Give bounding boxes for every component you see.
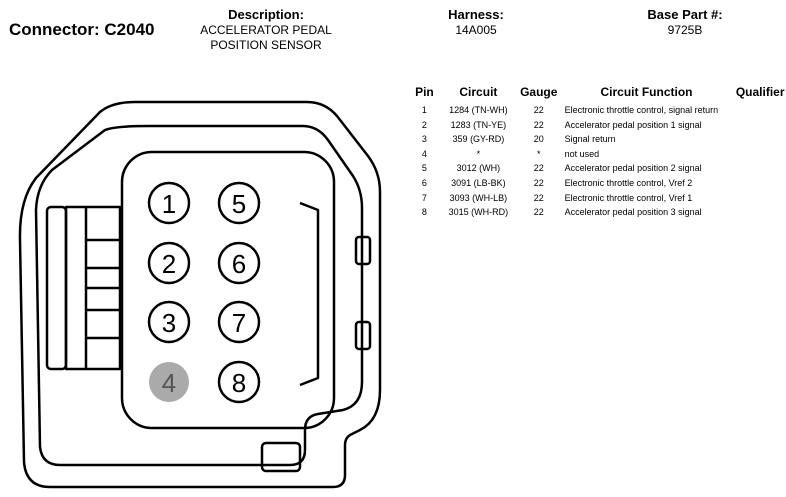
table-row: 3 359 (GY-RD) 20 Signal return xyxy=(411,132,786,147)
table-row: 7 3093 (WH-LB) 22 Electronic throttle co… xyxy=(411,191,786,206)
cell-circuit: 1284 (TN-WH) xyxy=(449,105,508,115)
base-part-block: Base Part #: 9725B xyxy=(618,7,752,38)
cell-pin: 5 xyxy=(421,163,427,174)
harness-label: Harness: xyxy=(448,7,504,22)
pin-2-circle xyxy=(147,241,191,285)
col-header-pin: Pin xyxy=(415,85,434,99)
cell-circuit: * xyxy=(476,148,481,159)
harness-block: Harness: 14A005 xyxy=(418,7,534,38)
connector-title: Connector: C2040 xyxy=(9,20,155,39)
cell-circuit: 1283 (TN-YE) xyxy=(450,119,507,130)
keying-rail xyxy=(299,201,320,387)
pin-4-label: 4 xyxy=(162,368,176,398)
cell-function: not used xyxy=(564,148,600,159)
pin-3-circle xyxy=(147,300,191,344)
pin-1-label: 1 xyxy=(162,189,176,219)
cell-pin: 4 xyxy=(421,148,427,159)
description-line-1: ACCELERATOR PEDAL xyxy=(200,23,332,37)
pin-cavity xyxy=(120,150,336,430)
pin-table: Pin Circuit Gauge Circuit Function Quali… xyxy=(411,85,786,220)
cell-pin: 1 xyxy=(421,105,427,115)
cell-function: Electronic throttle control, signal retu… xyxy=(564,105,719,115)
pin-8-circle xyxy=(217,360,261,404)
table-row: 4 * * not used xyxy=(411,147,786,162)
cell-pin: 2 xyxy=(421,119,427,130)
pin-group: 1 5 2 6 3 7 4 8 xyxy=(147,181,261,404)
table-row: 5 3012 (WH) 22 Accelerator pedal positio… xyxy=(411,161,786,176)
pin-4-circle xyxy=(149,362,189,402)
cell-pin: 8 xyxy=(421,207,427,218)
cell-gauge: * xyxy=(537,148,541,159)
left-latch xyxy=(45,205,122,371)
col-header-function: Circuit Function xyxy=(600,85,693,99)
cell-circuit: 3015 (WH-RD) xyxy=(448,207,509,218)
pin-1-circle xyxy=(147,181,191,225)
cell-circuit: 359 (GY-RD) xyxy=(452,134,505,145)
col-header-qualifier: Qualifier xyxy=(735,85,785,99)
description-line-2: POSITION SENSOR xyxy=(210,38,322,52)
cell-pin: 3 xyxy=(421,134,427,145)
cell-gauge: 20 xyxy=(533,134,544,145)
pin-8-label: 8 xyxy=(232,368,246,398)
base-part-value: 9725B xyxy=(667,23,703,37)
pin-5-circle xyxy=(217,181,261,225)
pin-7-label: 7 xyxy=(232,308,246,338)
cell-circuit: 3012 (WH) xyxy=(456,163,501,174)
col-header-circuit: Circuit xyxy=(459,85,498,99)
table-row: 1 1284 (TN-WH) 22 Electronic throttle co… xyxy=(411,103,786,118)
right-tab-upper xyxy=(354,235,372,266)
table-row: 2 1283 (TN-YE) 22 Accelerator pedal posi… xyxy=(411,118,786,133)
right-tab-lower xyxy=(354,320,372,351)
pin-6-label: 6 xyxy=(232,249,246,279)
cell-function: Electronic throttle control, Vref 1 xyxy=(564,192,693,203)
cell-gauge: 22 xyxy=(533,192,544,203)
connector-outer-shell xyxy=(18,100,382,489)
cell-function: Accelerator pedal position 1 signal xyxy=(564,119,702,130)
cell-gauge: 22 xyxy=(533,163,544,174)
cell-gauge: 22 xyxy=(533,177,544,188)
pin-table-header: Pin Circuit Gauge Circuit Function Quali… xyxy=(411,85,786,103)
connector-inner-wall xyxy=(34,124,364,467)
cell-function: Accelerator pedal position 2 signal xyxy=(564,163,702,174)
pin-6-circle xyxy=(217,241,261,285)
description-block: Description: ACCELERATOR PEDAL POSITION … xyxy=(186,7,346,53)
cell-circuit: 3091 (LB-BK) xyxy=(451,177,506,188)
cell-function: Accelerator pedal position 3 signal xyxy=(564,207,702,218)
bottom-lock-tab xyxy=(260,441,302,473)
cell-gauge: 22 xyxy=(533,207,544,218)
cell-circuit: 3093 (WH-LB) xyxy=(449,192,508,203)
pin-2-label: 2 xyxy=(162,249,176,279)
base-part-label: Base Part #: xyxy=(647,7,723,22)
pin-3-label: 3 xyxy=(162,308,176,338)
col-header-gauge: Gauge xyxy=(520,85,558,99)
table-row: 8 3015 (WH-RD) 22 Accelerator pedal posi… xyxy=(411,205,786,220)
pin-7-circle xyxy=(217,300,261,344)
cell-gauge: 22 xyxy=(533,119,544,130)
cell-function: Electronic throttle control, Vref 2 xyxy=(564,177,693,188)
cell-gauge: 22 xyxy=(533,105,544,115)
description-label: Description: xyxy=(228,7,304,22)
harness-value: 14A005 xyxy=(455,23,497,37)
cell-function: Signal return xyxy=(564,134,616,145)
cell-pin: 6 xyxy=(421,177,427,188)
pin-5-label: 5 xyxy=(232,189,246,219)
cell-pin: 7 xyxy=(421,192,427,203)
table-row: 6 3091 (LB-BK) 22 Electronic throttle co… xyxy=(411,176,786,191)
